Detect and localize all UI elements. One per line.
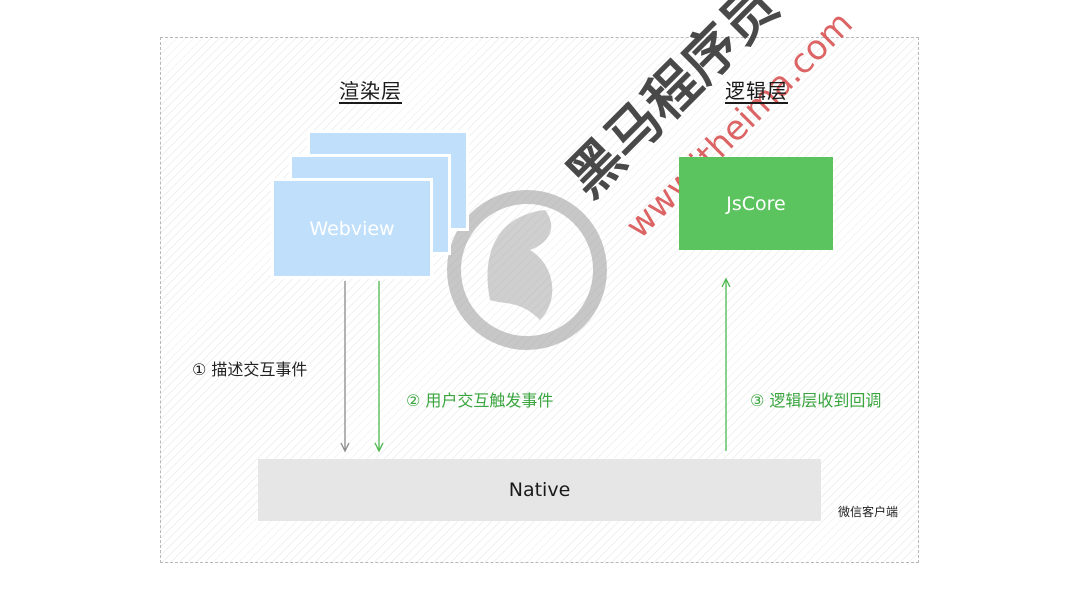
client-label: 微信客户端 xyxy=(838,505,899,519)
arrow-green-down xyxy=(374,281,384,453)
logic-layer-heading: 逻辑层 xyxy=(725,79,788,103)
step3-label: ③ 逻辑层收到回调 xyxy=(750,391,882,410)
step2-label: ② 用户交互触发事件 xyxy=(406,391,554,410)
native-bar: Native xyxy=(258,459,821,521)
step1-label: ① 描述交互事件 xyxy=(192,360,308,379)
arrow-green-up xyxy=(721,277,731,451)
arrow-gray-down xyxy=(340,281,350,453)
jscore-box: JsCore xyxy=(679,157,833,250)
render-layer-heading: 渲染层 xyxy=(339,79,402,103)
webview-card: Webview xyxy=(274,181,430,276)
